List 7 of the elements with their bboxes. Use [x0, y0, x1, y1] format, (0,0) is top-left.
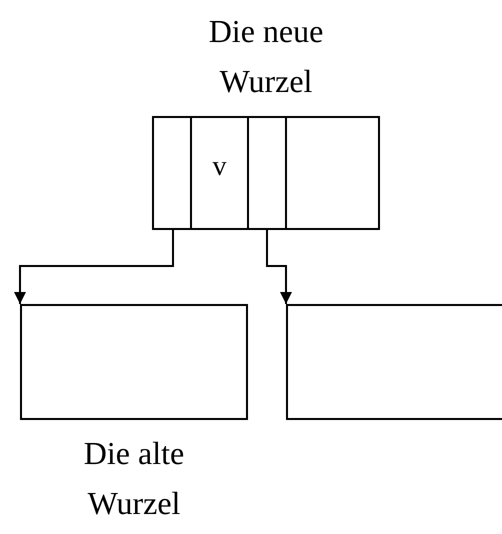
node-caption: Die neue Wurzel: [208, 12, 324, 101]
pointer-arrow: [266, 228, 292, 304]
node-caption: Die alte Wurzel: [82, 434, 186, 523]
record-box: [286, 304, 502, 420]
pointer-cell: [247, 118, 287, 228]
pointer-arrow: [14, 228, 174, 304]
key-label: v: [212, 150, 228, 184]
